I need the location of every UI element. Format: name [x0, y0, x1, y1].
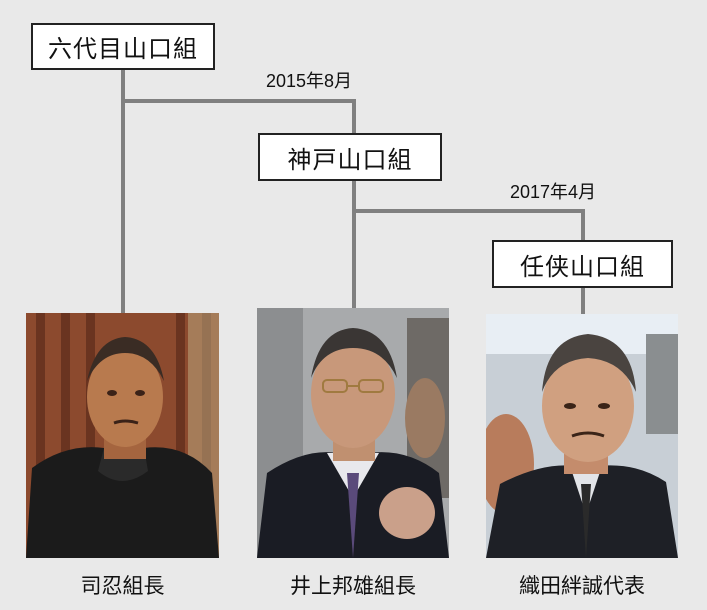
org-name-rokudaime-yamaguchi: 六代目山口組: [48, 35, 198, 63]
leader-caption-2: 井上邦雄組長: [290, 574, 416, 598]
leader-caption-1: 司忍組長: [80, 574, 165, 598]
portrait-photo-3-art: [486, 314, 678, 558]
portrait-photo-2-art: [257, 308, 449, 558]
connector-kobe-to-ninkyo-horizontal: [352, 209, 585, 213]
org-box-kobe-yamaguchi: 神戸山口組: [258, 133, 442, 181]
portrait-photo-1-art: [26, 313, 219, 558]
connector-root-to-kobe-horizontal: [121, 99, 356, 103]
date-label-ninkyo-split: 2017年4月: [510, 182, 597, 202]
connector-ninkyo-vertical: [581, 287, 585, 315]
portrait-photo-2: [257, 308, 449, 558]
org-box-rokudaime-yamaguchi: 六代目山口組: [31, 23, 215, 70]
leader-caption-3: 織田絆誠代表: [519, 574, 645, 598]
portrait-photo-1: [26, 313, 219, 558]
connector-ninkyo-top-vertical: [581, 209, 585, 241]
date-label-kobe-split: 2015年8月: [266, 71, 353, 91]
connector-kobe-top-vertical: [352, 99, 356, 134]
org-name-kobe-yamaguchi: 神戸山口組: [287, 145, 413, 174]
org-name-ninkyo-yamaguchi: 任侠山口組: [520, 252, 645, 281]
connector-kobe-vertical: [352, 180, 356, 310]
connector-root-vertical: [121, 68, 125, 313]
org-box-ninkyo-yamaguchi: 任侠山口組: [492, 240, 673, 288]
portrait-photo-3: [486, 314, 678, 558]
